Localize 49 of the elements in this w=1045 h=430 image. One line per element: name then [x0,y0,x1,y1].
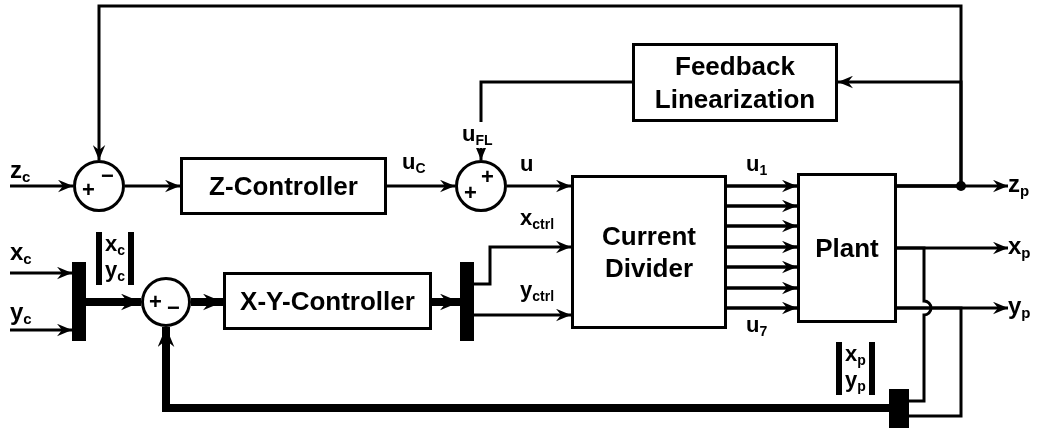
sign-label: − [101,165,114,187]
arrow [474,80,632,160]
sign-label: + [82,179,95,201]
arrow [474,308,571,322]
signal-label: y$_{c}$ [10,300,32,326]
sign-label: + [481,166,494,188]
arrow [727,199,797,213]
signal-label: y$_{p}$ [1008,294,1031,320]
mux-bar [72,262,86,341]
arrow [157,327,889,412]
summing-junction [141,277,191,327]
signal-line [897,306,963,418]
vector-label: x$_{c}$ y$_{c}$ [96,232,135,285]
arrow [727,240,797,254]
arrow [727,301,797,315]
signal-label: x$_{c}$ [10,240,32,266]
process-block: Plant [797,173,897,323]
summing-junction [455,160,507,212]
sign-label: − [167,297,180,319]
process-block: Z-Controller [180,157,387,215]
arrow [727,219,797,233]
vector-label: x$_{p}$ y$_{p}$ [836,342,875,395]
arrow [10,179,73,193]
signal-label: z$_{c}$ [10,158,31,184]
process-block: Feedback Linearization [632,43,838,122]
sign-label: + [464,182,477,204]
signal-label: z$_{p}$ [1008,172,1030,198]
process-block: Current Divider [571,175,727,329]
signal-label: x$_{p}$ [1008,234,1031,260]
arrow [432,293,460,311]
arrow [10,266,72,280]
mux-bar [889,389,909,428]
arrow [191,293,223,311]
process-block: X-Y-Controller [223,272,432,330]
arrow [727,179,797,193]
summing-junction [73,160,125,212]
arrow [474,240,571,286]
arrow [125,179,180,193]
arrow [10,323,72,337]
arrow [387,179,455,193]
edge-label: u$_{FL}$ [462,122,493,148]
arrow [92,4,963,188]
signal-line [897,246,933,403]
arrow [507,179,571,193]
arrow [86,293,141,311]
arrow [727,260,797,274]
sign-label: + [149,291,162,313]
mux-bar [460,262,474,341]
arrow [727,281,797,295]
